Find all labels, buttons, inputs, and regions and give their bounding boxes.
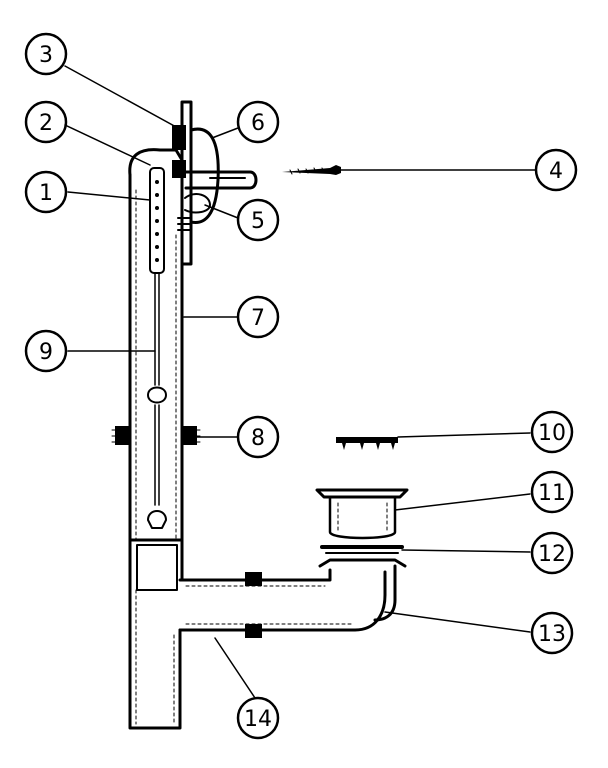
faceplate-screw xyxy=(282,165,341,175)
callout-8: 8 xyxy=(236,415,280,459)
callout-5: 5 xyxy=(236,198,280,242)
waste-tee xyxy=(128,538,184,730)
callout-9-label: 9 xyxy=(39,340,53,365)
lift-link-rod xyxy=(149,167,165,274)
callout-14: 14 xyxy=(236,696,280,740)
plunger xyxy=(128,538,184,591)
overflow-faceplate xyxy=(172,100,258,266)
drain-gasket xyxy=(320,545,404,554)
overflow-gasket-nut xyxy=(111,426,201,445)
callout-12: 12 xyxy=(530,531,574,575)
callout-1: 1 xyxy=(24,170,68,214)
callout-6: 6 xyxy=(236,100,280,144)
callout-8-label: 8 xyxy=(251,426,265,451)
callout-11-label: 11 xyxy=(538,481,566,506)
callout-11: 11 xyxy=(530,470,574,514)
callout-10: 10 xyxy=(530,410,574,454)
callout-12-label: 12 xyxy=(538,542,566,567)
callout-6-label: 6 xyxy=(251,111,265,136)
drain-shoe-arm xyxy=(178,558,407,638)
callout-4-label: 4 xyxy=(549,159,563,184)
leader-lines xyxy=(64,65,536,699)
callout-2-label: 2 xyxy=(39,111,53,136)
callout-5-label: 5 xyxy=(251,209,265,234)
callout-10-label: 10 xyxy=(538,421,566,446)
callout-13: 13 xyxy=(530,611,574,655)
callout-3-label: 3 xyxy=(39,43,53,68)
callout-3: 3 xyxy=(24,32,68,76)
callout-9: 9 xyxy=(24,329,68,373)
drain-flange xyxy=(315,488,409,540)
callout-14-label: 14 xyxy=(244,707,272,732)
drain-strainer xyxy=(336,437,398,450)
callout-1-label: 1 xyxy=(39,181,53,206)
callout-13-label: 13 xyxy=(538,622,566,647)
lift-wire xyxy=(147,272,167,529)
callout-2: 2 xyxy=(24,100,68,144)
callout-4: 4 xyxy=(534,148,578,192)
callout-7-label: 7 xyxy=(251,306,265,331)
callout-7: 7 xyxy=(236,295,280,339)
overflow-tube xyxy=(128,148,184,542)
